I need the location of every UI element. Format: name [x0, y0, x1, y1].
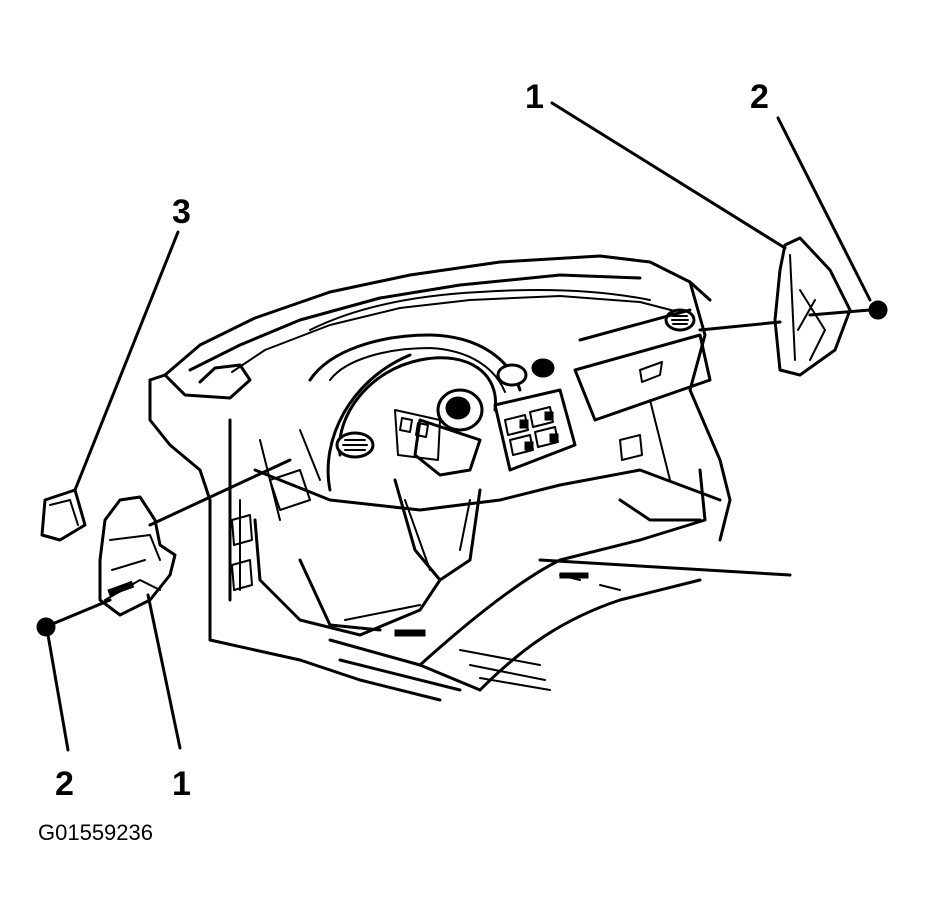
left-leader-dash	[148, 458, 292, 527]
left-screw-icon	[36, 598, 112, 637]
callout-3: 3	[172, 193, 191, 231]
figure-id: G01559236	[38, 820, 153, 845]
left-end-cap-component	[98, 495, 177, 617]
right-screw-icon	[808, 300, 888, 320]
callout-1-top-leader	[550, 101, 787, 250]
callout-2-top: 2	[750, 78, 769, 116]
right-leader-dash	[698, 320, 782, 332]
right-end-cap-component	[773, 236, 852, 377]
instrument-panel-assembly	[148, 254, 792, 702]
callout-2-top-leader	[776, 116, 872, 302]
callout-1-top: 1	[525, 78, 544, 116]
callout-1-bottom: 1	[172, 765, 191, 803]
callout-1-bottom-leader	[146, 593, 182, 750]
left-trim-panel-component	[40, 488, 87, 542]
callout-2-bottom-leader	[46, 633, 70, 752]
callout-3-leader	[73, 230, 180, 492]
callout-2-bottom: 2	[55, 765, 74, 803]
